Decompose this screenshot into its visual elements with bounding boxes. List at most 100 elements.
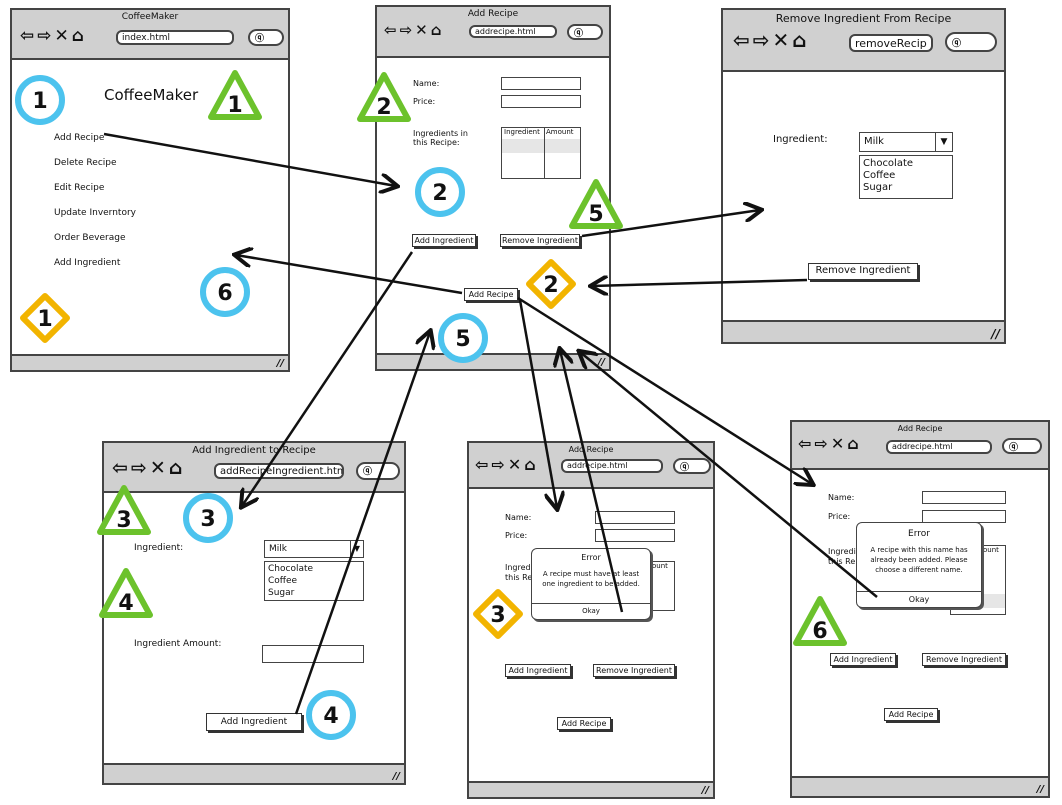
menu-add-ingredient[interactable]: Add Ingredient [54, 258, 121, 268]
option-item[interactable]: Sugar [863, 182, 893, 193]
price-label: Price: [828, 512, 851, 521]
window-title: Add Recipe [897, 424, 943, 433]
ingredients-table[interactable]: Ingredient Amount [501, 127, 581, 179]
forward-arrow-icon[interactable]: ⇨ [752, 28, 773, 52]
remove-ingredient-button[interactable]: Remove Ingredient [922, 653, 1006, 666]
name-input[interactable] [595, 511, 675, 524]
statusbar: // [469, 781, 713, 797]
col-amount: Amount [546, 128, 574, 136]
green-step-label: 3 [116, 508, 131, 533]
back-arrow-icon[interactable]: ⇦ [20, 26, 38, 46]
back-arrow-icon[interactable]: ⇦ [798, 434, 815, 453]
menu-delete-recipe[interactable]: Delete Recipe [54, 158, 117, 168]
stop-icon[interactable]: ✕ [149, 457, 169, 479]
menu-update-inventory[interactable]: Update Inverntory [54, 208, 136, 218]
url-field[interactable]: addrecipe.html [469, 25, 557, 38]
nav-icons[interactable]: ⇦⇨✕⌂ [475, 455, 539, 474]
resize-grip-icon[interactable]: // [701, 785, 709, 796]
ingredients-label: Ingredients in this Recipe: [413, 129, 468, 147]
search-icon[interactable]: ⓠ [248, 29, 284, 46]
add-recipe-button[interactable]: Add Recipe [557, 717, 611, 730]
ingredients-label: Ingredie [828, 547, 861, 556]
resize-grip-icon[interactable]: // [991, 327, 1000, 341]
name-input[interactable] [501, 77, 581, 90]
home-icon[interactable]: ⌂ [71, 26, 87, 46]
titlebar: Add Ingredient to Recipe ⇦⇨✕⌂ addRecipeI… [104, 443, 404, 493]
menu-add-recipe[interactable]: Add Recipe [54, 133, 105, 143]
back-arrow-icon[interactable]: ⇦ [112, 457, 131, 479]
nav-icons[interactable]: ⇦⇨✕⌂ [112, 457, 185, 479]
dialog-divider [532, 603, 650, 604]
ingredient-select[interactable]: Milk ▼ [264, 540, 364, 558]
back-arrow-icon[interactable]: ⇦ [475, 455, 492, 474]
resize-grip-icon[interactable]: // [276, 358, 284, 369]
add-ingredient-button[interactable]: Add Ingredient [830, 653, 896, 666]
nav-icons[interactable]: ⇦⇨✕⌂ [733, 28, 810, 52]
search-icon[interactable]: ⓠ [945, 32, 997, 52]
forward-arrow-icon[interactable]: ⇨ [130, 457, 150, 479]
orange-step-marker [526, 259, 576, 309]
option-item[interactable]: Chocolate [268, 564, 314, 574]
menu-edit-recipe[interactable]: Edit Recipe [54, 183, 105, 193]
back-arrow-icon[interactable]: ⇦ [733, 28, 753, 52]
forward-arrow-icon[interactable]: ⇨ [814, 434, 831, 453]
back-arrow-icon[interactable]: ⇦ [384, 21, 400, 39]
ingredient-options[interactable]: Chocolate Coffee Sugar [264, 561, 364, 601]
remove-ingredient-button[interactable]: Remove Ingredient [593, 664, 675, 677]
ingredient-select[interactable]: Milk ▼ [859, 132, 953, 152]
home-icon[interactable]: ⌂ [430, 21, 445, 39]
url-field[interactable]: addRecipeIngredient.html [214, 463, 344, 479]
resize-grip-icon[interactable]: // [597, 357, 605, 368]
forward-arrow-icon[interactable]: ⇨ [491, 455, 508, 474]
okay-button[interactable]: Okay [582, 607, 600, 615]
search-icon[interactable]: ⓠ [567, 24, 603, 40]
option-item[interactable]: Coffee [863, 170, 896, 181]
home-icon[interactable]: ⌂ [524, 455, 539, 474]
window-add-recipe: Add Recipe ⇦⇨✕⌂ addrecipe.html ⓠ Name: P… [375, 5, 611, 371]
add-ingredient-button[interactable]: Add Ingredient [412, 234, 476, 247]
nav-icons[interactable]: ⇦⇨✕⌂ [384, 21, 444, 39]
titlebar: Remove Ingredient From Recipe ⇦⇨✕⌂ remov… [723, 10, 1004, 72]
resize-grip-icon[interactable]: // [392, 771, 400, 782]
stop-icon[interactable]: ✕ [415, 21, 431, 39]
url-field[interactable]: removeRecip [849, 34, 933, 52]
stop-icon[interactable]: ✕ [54, 26, 72, 46]
option-item[interactable]: Coffee [268, 576, 298, 586]
search-icon[interactable]: ⓠ [1002, 438, 1042, 454]
search-icon[interactable]: ⓠ [673, 458, 711, 474]
price-input[interactable] [501, 95, 581, 108]
nav-icons[interactable]: ⇦⇨✕⌂ [798, 434, 862, 453]
blue-step-marker [306, 690, 356, 740]
url-field[interactable]: index.html [116, 30, 234, 45]
url-field[interactable]: addrecipe.html [886, 440, 992, 454]
home-icon[interactable]: ⌂ [168, 457, 186, 479]
window-remove-ingredient: Remove Ingredient From Recipe ⇦⇨✕⌂ remov… [721, 8, 1006, 344]
green-step-marker [97, 485, 151, 535]
remove-ingredient-button[interactable]: Remove Ingredient [500, 234, 580, 247]
remove-ingredient-button[interactable]: Remove Ingredient [808, 263, 918, 280]
stop-icon[interactable]: ✕ [830, 434, 848, 453]
okay-button[interactable]: Okay [908, 595, 930, 604]
add-ingredient-button[interactable]: Add Ingredient [206, 713, 302, 731]
forward-arrow-icon[interactable]: ⇨ [37, 26, 55, 46]
home-icon[interactable]: ⌂ [847, 434, 862, 453]
menu-order-beverage[interactable]: Order Beverage [54, 233, 126, 243]
stop-icon[interactable]: ✕ [772, 28, 793, 52]
option-item[interactable]: Chocolate [863, 158, 914, 169]
ingredient-options[interactable]: Chocolate Coffee Sugar [859, 155, 953, 199]
chevron-down-icon[interactable]: ▼ [935, 133, 952, 151]
option-item[interactable]: Sugar [268, 588, 295, 598]
name-input[interactable] [922, 491, 1006, 504]
add-ingredient-button[interactable]: Add Ingredient [505, 664, 571, 677]
titlebar: Add Recipe ⇦⇨✕⌂ addrecipe.html ⓠ [792, 422, 1048, 470]
forward-arrow-icon[interactable]: ⇨ [399, 21, 416, 39]
error-dialog: Error A recipe must have at least one in… [531, 548, 651, 620]
chevron-down-icon[interactable]: ▼ [350, 541, 363, 557]
price-input[interactable] [595, 529, 675, 542]
stop-icon[interactable]: ✕ [507, 455, 525, 474]
nav-icons[interactable]: ⇦⇨✕⌂ [20, 26, 87, 46]
add-recipe-button[interactable]: Add Recipe [884, 708, 938, 721]
resize-grip-icon[interactable]: // [1036, 784, 1044, 795]
add-recipe-button[interactable]: Add Recipe [464, 288, 518, 301]
home-icon[interactable]: ⌂ [792, 28, 810, 52]
